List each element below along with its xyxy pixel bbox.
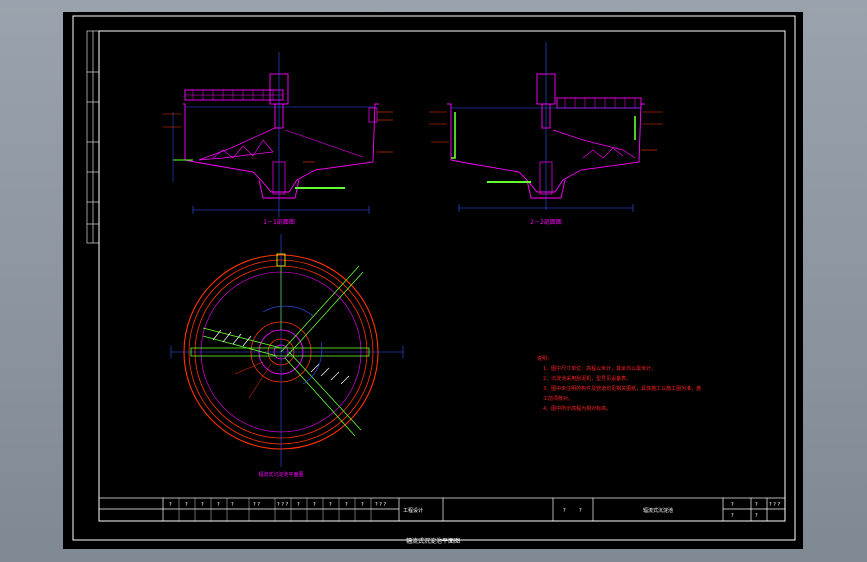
title-block-text: ? ? ? ? ? ? ? ? ? ? ? ? ? ? ? ? ? ? 工程设计… (169, 502, 780, 519)
tb-cell: ? (297, 502, 300, 508)
tb-scale: ? (563, 508, 566, 514)
note-line: 3、图中未注明的构件及管道均见相关图纸，具体施工以施工图为准，施 (543, 385, 701, 392)
tb-cell: ? (217, 502, 220, 508)
tb-drawing-name: 辐流式沉淀池 (643, 507, 673, 514)
title-block (98, 497, 786, 522)
inner-border (98, 30, 786, 522)
tb-cell: ? (201, 502, 204, 508)
note-line: 1、图中尺寸单位：高程以米计，其余均以毫米计。 (543, 365, 656, 372)
tb-right-top: ? ? ? (769, 502, 780, 508)
tb-cell: ? ? (253, 502, 260, 508)
tb-cell: ? (313, 502, 316, 508)
section-1-1 (163, 52, 393, 217)
section-2-2 (429, 42, 663, 212)
tb-cell: ? (185, 502, 188, 508)
tb-right-bottom: ? (731, 513, 734, 519)
plan-title: 辐流式沉淀池平面图 (258, 471, 303, 478)
tb-cell: ? (231, 502, 234, 508)
tb-sheet: ? (579, 508, 582, 514)
note-line: 2、沉淀池采用刮泥机，型号见设备表。 (543, 375, 631, 382)
section-1-title: 1－1剖面图 (263, 218, 295, 226)
cad-drawing: 1－1剖面图 2－2剖面图 (72, 15, 796, 541)
note-line: 工前须核对。 (543, 395, 573, 402)
tb-cell: ? (169, 502, 172, 508)
tb-design-label: 工程设计 (403, 507, 423, 514)
sheet-caption: 辐流式沉淀池平面图 (405, 538, 460, 545)
notes-heading: 说明： (537, 355, 552, 362)
tb-cell: ? (345, 502, 348, 508)
tb-right-top: ? (755, 502, 758, 508)
note-line: 4、图中所示高程为相对标高。 (543, 405, 611, 412)
drawing-sheet: 1－1剖面图 2－2剖面图 (63, 12, 803, 549)
tb-right-bottom: ? (755, 513, 758, 519)
outer-border (72, 15, 796, 541)
binding-strip (86, 30, 100, 244)
tb-right-top: ? (731, 502, 734, 508)
tb-cell: ? (329, 502, 332, 508)
notes-block: 说明： 1、图中尺寸单位：高程以米计，其余均以毫米计。 2、沉淀池采用刮泥机，型… (537, 355, 701, 412)
tb-cell: ? (361, 502, 364, 508)
tb-cell: ? ? ? (375, 502, 386, 508)
section-2-title: 2－2剖面图 (530, 218, 562, 226)
plan-view (170, 234, 404, 467)
tb-cell: ? ? ? (277, 502, 288, 508)
